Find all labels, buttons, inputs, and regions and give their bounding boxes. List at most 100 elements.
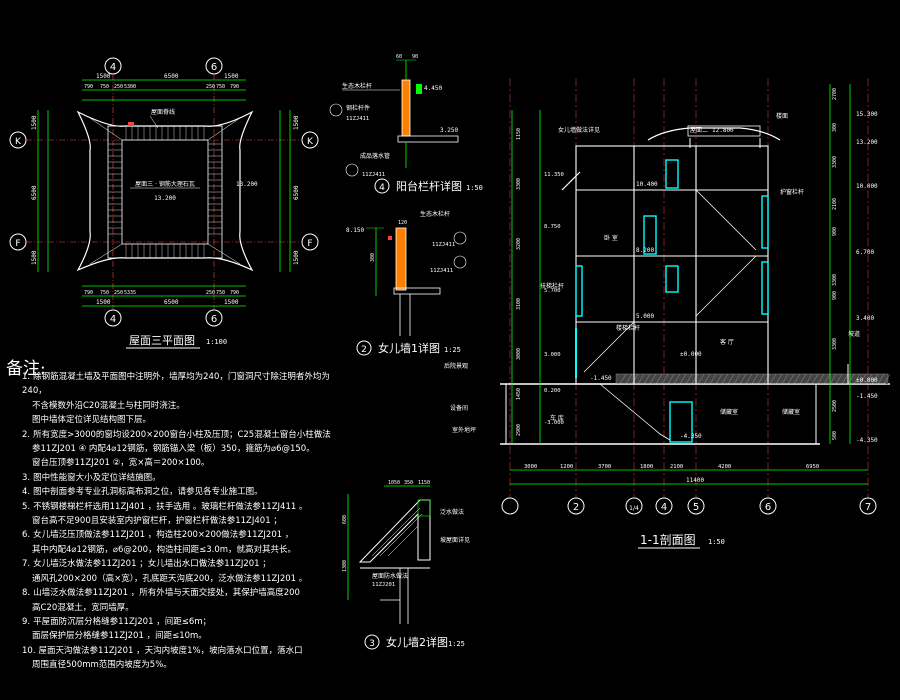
elev-label: 5.000 xyxy=(636,313,654,320)
dim-text: 750 xyxy=(100,290,109,296)
elev-label: -4.350 xyxy=(856,437,878,444)
note-item: 7.女儿墙泛水做法参11ZJ201 ；女儿墙出水口做法参11ZJ201 ；通风孔… xyxy=(22,557,340,586)
detail-label: 坡屋面详见 xyxy=(440,536,470,544)
axis-label: K xyxy=(15,137,22,147)
axis-label: K xyxy=(307,137,314,147)
note-number: 4. xyxy=(22,487,31,498)
drawing-scale: 1:25 xyxy=(444,346,461,354)
dim-text: 1450 xyxy=(516,388,522,400)
elev-label: 12.800 xyxy=(712,127,734,134)
elev-label: ±0.000 xyxy=(680,351,702,358)
note-item: 1.除钢筋混凝土墙及平面图中注明外，墙厚均为240，门窗洞尺寸除注明者外均为24… xyxy=(22,370,340,428)
elev-label: 8.150 xyxy=(346,227,364,234)
elev-label: 4.450 xyxy=(424,85,442,92)
dim-text: 90 xyxy=(412,54,418,60)
dim-text: 6500 xyxy=(164,299,179,306)
dim-text: 4200 xyxy=(718,464,731,470)
dim-text: 2900 xyxy=(516,424,522,436)
note-item: 5.不锈钢楼梯栏杆选用11ZJ401 ，扶手选用 。玻璃栏杆做法参11ZJ411… xyxy=(22,500,340,529)
drawing-scale: 1:50 xyxy=(466,184,483,192)
note-text: 不锈钢楼梯栏杆选用11ZJ401 ，扶手选用 。玻璃栏杆做法参11ZJ411 。 xyxy=(33,501,308,512)
section-label: 扶梯栏杆 xyxy=(540,282,564,290)
dim-text: 250 xyxy=(206,290,215,296)
section-1-1: 女儿墙做法详见 屋面二 12.800 护窗栏杆 扶梯栏杆 卧 室 客 厅 车 库… xyxy=(444,78,891,549)
elev-label: 5.700 xyxy=(544,288,561,294)
dim-text: 11400 xyxy=(686,477,704,484)
elev-label: 13.200 xyxy=(856,139,878,146)
dim-text: 250 xyxy=(114,290,123,296)
dim-text: 3300 xyxy=(832,338,838,350)
section-label: 楼面 xyxy=(776,112,788,120)
section-label: 女儿墙做法详见 xyxy=(558,126,600,134)
axis-label: 7 xyxy=(865,502,871,513)
note-continuation: 窗台高不足900且安装室内护窗栏杆，护窗栏杆做法参11ZJ401 ； xyxy=(32,516,282,527)
axis-label: 2 xyxy=(573,502,579,513)
dim-text: 60 xyxy=(396,54,402,60)
axis-label: 6 xyxy=(765,502,771,513)
tile-hatch xyxy=(89,117,241,265)
roof-outline xyxy=(76,110,254,272)
dim-text: 6500 xyxy=(164,73,179,80)
notes-list: 1.除钢筋混凝土墙及平面图中注明外，墙厚均为240，门窗洞尺寸除注明者外均为24… xyxy=(22,370,340,673)
elev-label: 10.000 xyxy=(856,183,878,190)
dim-text: 2500 xyxy=(832,400,838,412)
room-label: 设备间 xyxy=(450,404,468,412)
dim-text: 300 xyxy=(832,123,838,132)
left-elevations: 11.3508.7505.7003.0000.200-3.00011503300… xyxy=(516,128,564,436)
dim-text: 5300 xyxy=(124,84,136,90)
elev-label: ±0.000 xyxy=(856,377,878,384)
detail-label: 生态木栏杆 xyxy=(342,82,372,90)
note-text: 所有宽度>3000的窗均设200×200窗台小柱及压顶；C25混凝土窗台小柱做法 xyxy=(33,429,331,440)
section-label: 坡道 xyxy=(848,330,860,338)
dim-text: 1500 xyxy=(96,73,111,80)
dim-text: 3000 xyxy=(524,464,537,470)
dim-text: 2100 xyxy=(670,464,683,470)
axis-bubble xyxy=(501,497,519,515)
ref-label: 11ZJ411 xyxy=(346,116,369,122)
drawing-title: 阳台栏杆详图 xyxy=(396,179,462,193)
drawing-scale: 1:50 xyxy=(708,538,725,546)
note-text: 平屋面防沉层分格缝参11ZJ201 ，间距≤6m； xyxy=(33,616,212,627)
axis-bubble xyxy=(655,497,673,515)
ref-label: 11ZJ411 xyxy=(362,172,385,178)
drawing-scale: 1:25 xyxy=(448,640,465,648)
note-number: 9. xyxy=(22,616,31,627)
dim-text: 750 xyxy=(216,290,225,296)
right-elevations: 15.30013.20010.0006.7003.400±0.000-1.450… xyxy=(832,88,878,444)
note-number: 1. xyxy=(22,372,31,382)
elev-label: 3.000 xyxy=(544,352,561,358)
drawing-title: 1-1剖面图 xyxy=(640,533,696,547)
dim-text: 1800 xyxy=(640,464,653,470)
elev-label: 15.300 xyxy=(856,111,878,118)
dim-text: 790 xyxy=(84,84,93,90)
dim-text: 750 xyxy=(100,84,109,90)
dim-text: 3300 xyxy=(832,274,838,286)
note-continuation: 通风孔200×200（高×宽），孔底距天沟底200，泛水做法参11ZJ201 。 xyxy=(32,573,308,584)
dim-text: 300 xyxy=(370,253,376,262)
dim-text: 5335 xyxy=(124,290,136,296)
axis-bubble xyxy=(567,497,585,515)
note-text: 图中性能窗大小及定位详结施图。 xyxy=(33,472,161,483)
dim-text: 1050 xyxy=(388,480,400,486)
elev-label: -3.000 xyxy=(544,420,564,426)
elev-label: 13.200 xyxy=(154,195,176,202)
note-text: 山墙泛水做法参11ZJ201 ，所有外墙与天面交接处，其保护墙高度200 xyxy=(33,588,300,599)
dim-text: 2100 xyxy=(832,198,838,210)
room-label: 储藏室 xyxy=(720,408,738,416)
dim-text: 6500 xyxy=(31,185,38,200)
detail-number: 2 xyxy=(361,345,367,355)
dim-text: 1500 xyxy=(293,250,300,265)
roof-label: 屋面三 · 钢筋大理石瓦 xyxy=(135,180,195,188)
elev-label: 8.200 xyxy=(636,247,654,254)
dim-text: 790 xyxy=(230,290,239,296)
dim-text: 1200 xyxy=(560,464,573,470)
ridge-label: 屋面脊线 xyxy=(151,108,175,116)
dim-text: 1150 xyxy=(418,480,430,486)
axis-label: 1/4 xyxy=(629,505,639,512)
stairs xyxy=(583,189,757,441)
dim-text: 790 xyxy=(84,290,93,296)
dim-text: 1500 xyxy=(96,299,111,306)
axis-label: F xyxy=(15,239,20,249)
